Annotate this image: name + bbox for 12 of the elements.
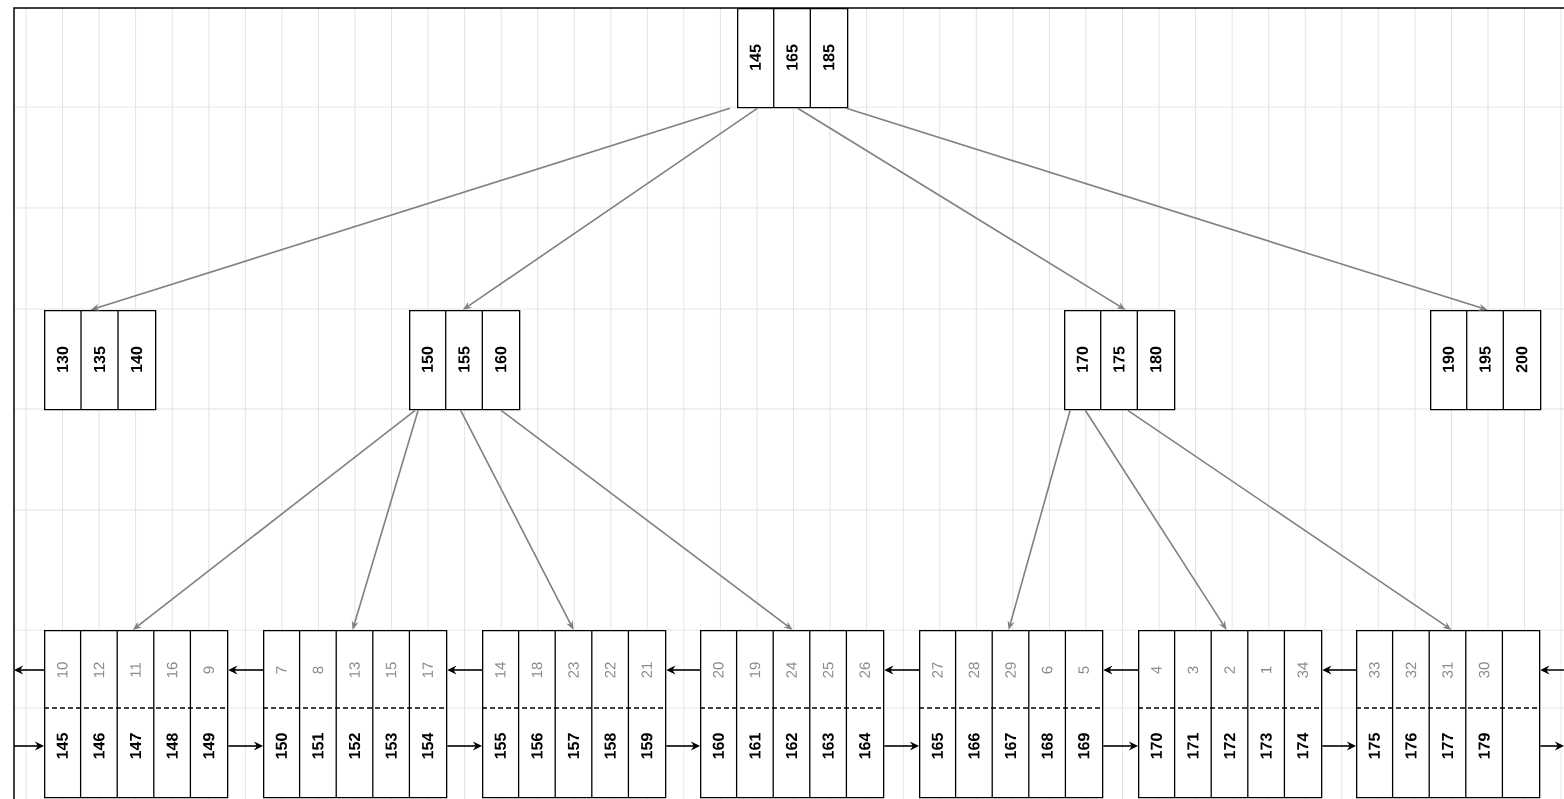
leaf-node: 20 19 24 25 26 160 161 162 163 164 xyxy=(699,629,885,799)
internal-node: 130 135 140 xyxy=(44,309,157,411)
leaf-node: 14 18 23 22 21 155 156 157 158 159 xyxy=(481,629,667,799)
leaf-node: 27 28 29 6 5 165 166 167 168 169 xyxy=(918,629,1104,799)
leaf-node: 33 32 31 30 175 176 177 179 xyxy=(1355,629,1541,799)
internal-node: 190 195 200 xyxy=(1430,309,1542,411)
internal-node: 170 175 180 xyxy=(1064,309,1176,411)
root-node: 145 165 185 xyxy=(737,7,849,109)
leaf-node: 4 3 2 1 34 170 171 172 173 174 xyxy=(1137,629,1323,799)
internal-node: 150 155 160 xyxy=(409,309,521,411)
leaf-node: 7 8 13 15 17 150 151 152 153 154 xyxy=(262,629,448,799)
leaf-node: 10 12 11 16 9 145 146 147 148 149 xyxy=(43,629,229,799)
